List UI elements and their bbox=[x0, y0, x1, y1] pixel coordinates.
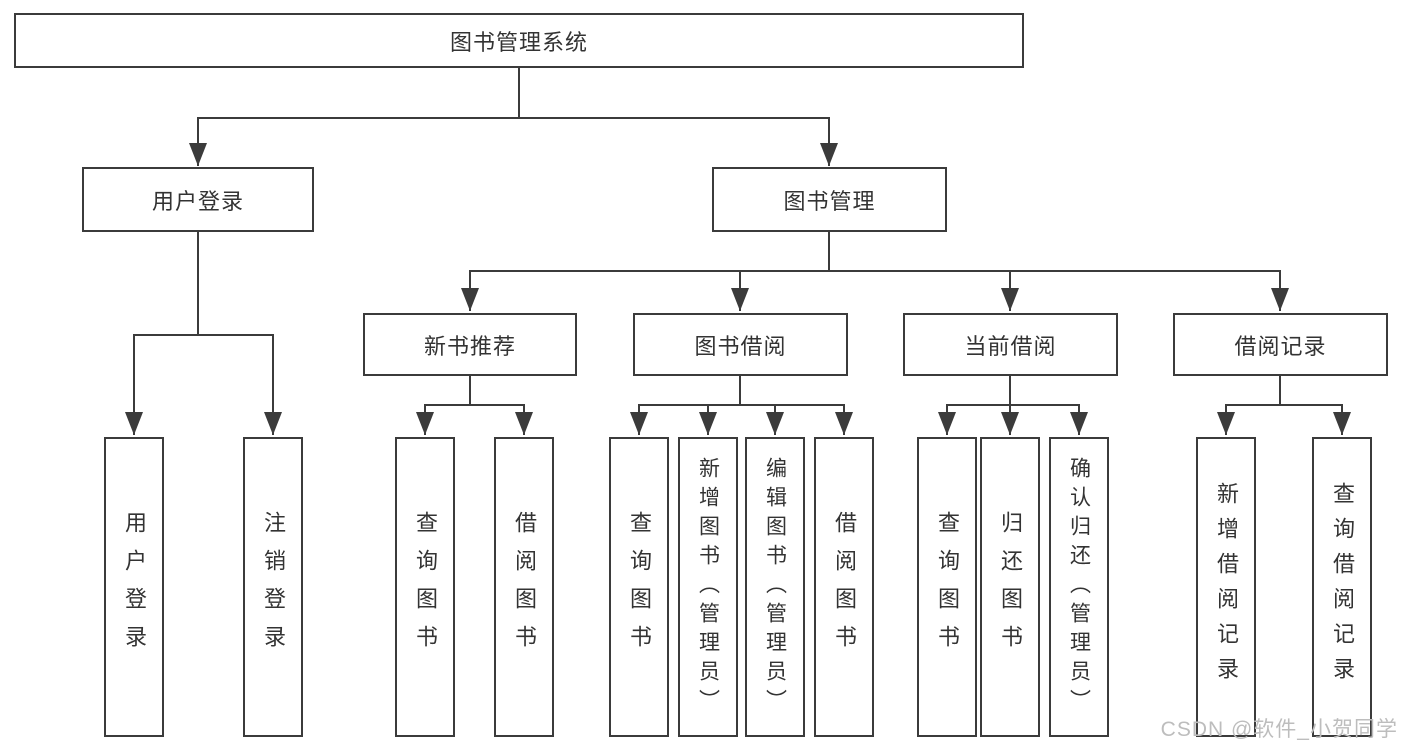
leaf-label: 查询图书 bbox=[935, 511, 960, 663]
node-borrowing-records: 借阅记录 bbox=[1173, 313, 1388, 376]
leaf-label: 确认归还（管理员） bbox=[1067, 456, 1091, 718]
leaf-label: 查询借阅记录 bbox=[1330, 482, 1355, 692]
leaf-borrow-books-recommend: 借阅图书 bbox=[494, 437, 554, 737]
leaf-query-books-recommend: 查询图书 bbox=[395, 437, 455, 737]
leaf-edit-books-admin: 编辑图书（管理员） bbox=[745, 437, 805, 737]
leaf-borrow-books: 借阅图书 bbox=[814, 437, 874, 737]
leaf-label: 借阅图书 bbox=[512, 511, 537, 663]
watermark-text: CSDN @软件_小贺同学 bbox=[1160, 718, 1398, 741]
node-current-borrowing: 当前借阅 bbox=[903, 313, 1118, 376]
leaf-confirm-return-admin: 确认归还（管理员） bbox=[1049, 437, 1109, 737]
leaf-query-borrow-record: 查询借阅记录 bbox=[1312, 437, 1372, 737]
leaf-label: 注销登录 bbox=[261, 511, 286, 663]
leaf-label: 查询图书 bbox=[627, 511, 652, 663]
leaf-query-books-current: 查询图书 bbox=[917, 437, 977, 737]
leaf-query-books-borrowing: 查询图书 bbox=[609, 437, 669, 737]
leaf-label: 新增图书（管理员） bbox=[696, 456, 720, 718]
leaf-logout: 注销登录 bbox=[243, 437, 303, 737]
leaf-label: 归还图书 bbox=[998, 511, 1023, 663]
leaf-label: 新增借阅记录 bbox=[1214, 482, 1239, 692]
node-library-management-system: 图书管理系统 bbox=[14, 13, 1024, 68]
node-new-book-recommendation: 新书推荐 bbox=[363, 313, 577, 376]
leaf-user-login: 用户登录 bbox=[104, 437, 164, 737]
node-user-login: 用户登录 bbox=[82, 167, 314, 232]
leaf-label: 查询图书 bbox=[413, 511, 438, 663]
leaf-return-books: 归还图书 bbox=[980, 437, 1040, 737]
leaf-label: 用户登录 bbox=[122, 511, 147, 663]
node-book-management: 图书管理 bbox=[712, 167, 947, 232]
leaf-add-books-admin: 新增图书（管理员） bbox=[678, 437, 738, 737]
leaf-add-borrow-record: 新增借阅记录 bbox=[1196, 437, 1256, 737]
leaf-label: 编辑图书（管理员） bbox=[763, 456, 787, 718]
leaf-label: 借阅图书 bbox=[832, 511, 857, 663]
node-book-borrowing: 图书借阅 bbox=[633, 313, 848, 376]
